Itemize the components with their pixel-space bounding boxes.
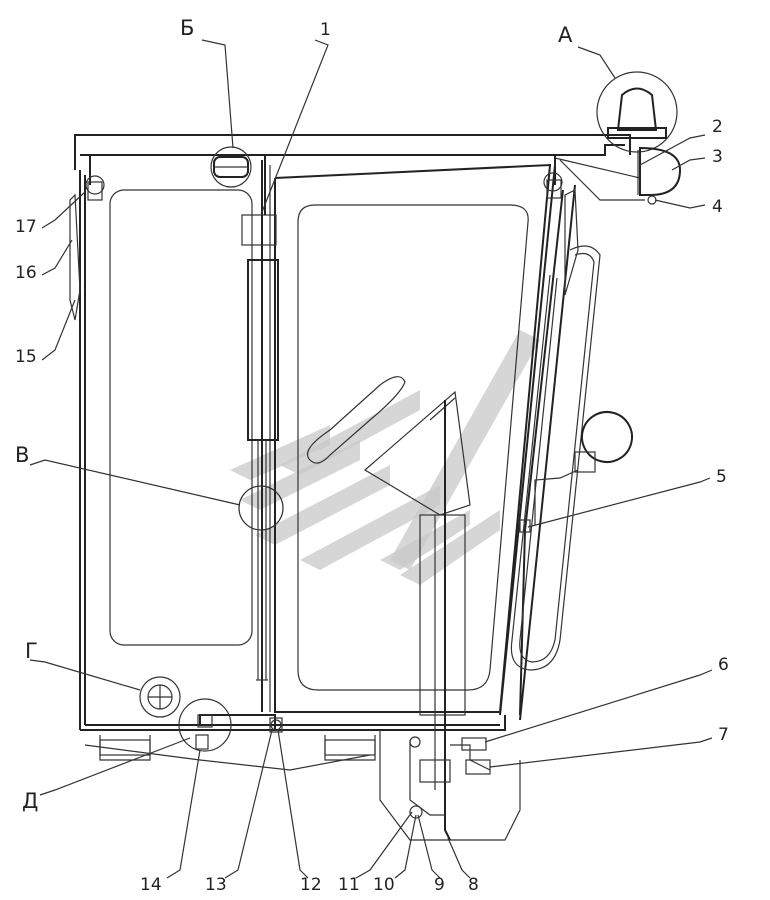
label-1: 1 [320,20,331,40]
detail-circle-d [178,698,232,752]
watermark-logo [230,330,540,585]
leader-lines [29,39,713,879]
label-8: 8 [468,875,479,895]
label-17: 17 [15,217,37,237]
label-v: В [15,443,29,467]
label-16: 16 [15,263,37,283]
label-b: Б [180,16,194,40]
components [69,172,579,819]
beacon-lamp-right [637,146,682,205]
detail-circle-v [238,485,284,531]
wiring-harness [89,154,645,841]
callout-labels: А Б 1 2 3 4 17 16 15 В 5 Г 6 7 Д 14 13 1… [15,16,729,895]
label-5: 5 [716,467,727,487]
mirror-bracket [510,245,601,671]
label-11: 11 [338,875,360,895]
label-7: 7 [718,725,729,745]
label-10: 10 [373,875,395,895]
work-lamp [534,411,633,525]
detail-circle-g [139,676,181,718]
detail-circle-a [596,71,678,153]
label-2: 2 [712,117,723,137]
label-15: 15 [15,347,37,367]
label-13: 13 [205,875,227,895]
label-9: 9 [434,875,445,895]
steering-assembly [306,376,471,716]
label-g: Г [25,639,38,663]
label-d: Д [22,789,38,813]
label-3: 3 [712,147,723,167]
label-a: А [558,23,573,47]
label-12: 12 [300,875,322,895]
gas-strut [241,214,279,681]
label-4: 4 [712,197,723,217]
label-6: 6 [718,655,729,675]
cab-body [74,134,631,841]
label-14: 14 [140,875,162,895]
detail-circle-b [210,146,252,188]
